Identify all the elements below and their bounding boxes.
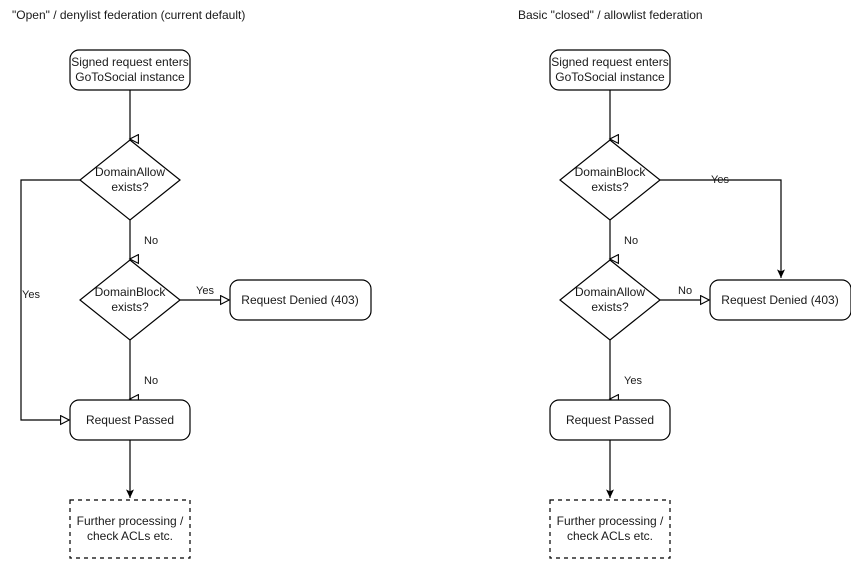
left-request-passed-node[interactable]: Request Passed: [69, 399, 191, 441]
right-further-processing-shape: [549, 499, 671, 559]
left-section-title: "Open" / denylist federation (current de…: [12, 8, 245, 22]
left-domainallow-label-line2: exists?: [111, 180, 149, 194]
left-domainblock-label-line2: exists?: [111, 300, 149, 314]
right-request-denied-label: Request Denied (403): [721, 293, 838, 307]
left-start-label-line1: Signed request enters: [71, 55, 188, 69]
left-request-denied-node[interactable]: Request Denied (403): [229, 279, 372, 321]
right-decision-domainblock[interactable]: DomainBlock exists?: [559, 139, 661, 221]
right-start-node[interactable]: Signed request enters GoToSocial instanc…: [549, 49, 671, 91]
left-label-allow-no: No: [144, 235, 158, 247]
right-request-denied-node[interactable]: Request Denied (403): [709, 279, 851, 321]
right-label-allow-no: No: [678, 285, 692, 297]
right-domainallow-label-line2: exists?: [591, 300, 629, 314]
left-label-block-no: No: [144, 375, 158, 387]
right-domainblock-label-line2: exists?: [591, 180, 629, 194]
right-request-denied-shape: [709, 279, 851, 321]
left-request-denied-label: Request Denied (403): [241, 293, 358, 307]
left-request-denied-shape: [229, 279, 372, 321]
left-edge-allow-yes: [20, 179, 80, 420]
right-edge-block-yes: [660, 179, 785, 278]
right-start-label-line2: GoToSocial instance: [555, 70, 665, 84]
left-further-processing-label-line1: Further processing /: [77, 514, 184, 528]
right-request-passed-label: Request Passed: [566, 413, 654, 427]
right-section-title: Basic "closed" / allowlist federation: [518, 8, 703, 22]
right-start-label-line1: Signed request enters: [551, 55, 668, 69]
right-decision-domainallow[interactable]: DomainAllow exists?: [559, 259, 661, 341]
left-further-processing-shape: [69, 499, 191, 559]
left-start-label-line2: GoToSocial instance: [75, 70, 185, 84]
right-domainallow-label-line1: DomainAllow: [575, 285, 645, 299]
left-domainallow-label-line1: DomainAllow: [95, 165, 165, 179]
left-label-block-yes: Yes: [196, 285, 214, 297]
left-further-processing-label-line2: check ACLs etc.: [87, 529, 173, 543]
right-further-processing-label-line1: Further processing /: [557, 514, 664, 528]
left-start-node[interactable]: Signed request enters GoToSocial instanc…: [69, 49, 191, 91]
right-label-block-yes: Yes: [711, 174, 729, 186]
right-label-block-no: No: [624, 235, 638, 247]
left-further-processing-node[interactable]: Further processing / check ACLs etc.: [69, 499, 191, 559]
left-domainblock-label-line1: DomainBlock: [95, 285, 167, 299]
right-label-allow-yes: Yes: [624, 375, 642, 387]
left-decision-domainallow[interactable]: DomainAllow exists?: [79, 139, 181, 221]
left-label-allow-yes: Yes: [22, 289, 40, 301]
right-request-passed-node[interactable]: Request Passed: [549, 399, 671, 441]
left-request-passed-label: Request Passed: [86, 413, 174, 427]
right-domainblock-label-line1: DomainBlock: [575, 165, 647, 179]
left-decision-domainblock[interactable]: DomainBlock exists?: [79, 259, 181, 341]
right-further-processing-label-line2: check ACLs etc.: [567, 529, 653, 543]
right-further-processing-node[interactable]: Further processing / check ACLs etc.: [549, 499, 671, 559]
